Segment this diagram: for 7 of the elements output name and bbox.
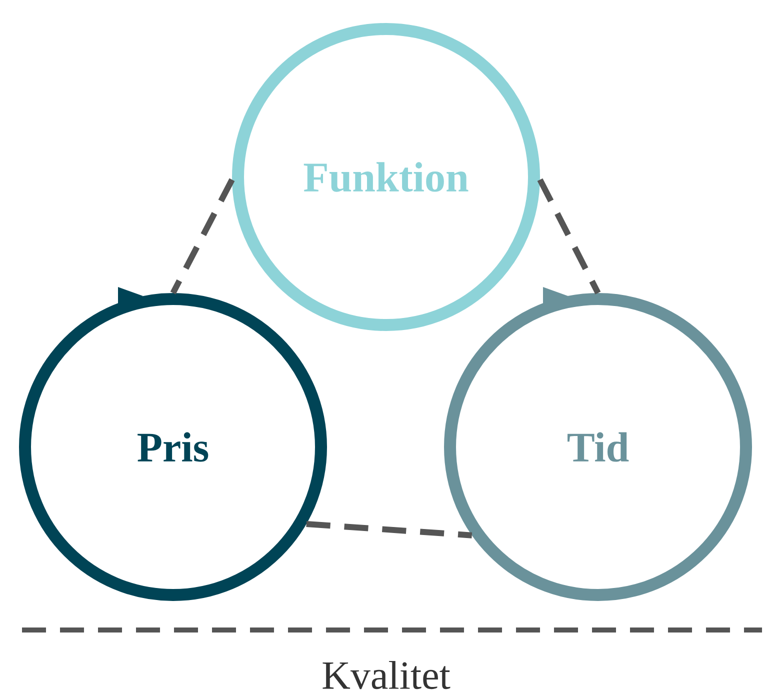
axis-label: Kvalitet xyxy=(322,660,450,690)
circle-node: Pris xyxy=(19,287,327,601)
circle-node: Funktion xyxy=(232,23,540,331)
dashed-line xyxy=(170,178,235,294)
circle-node: Tid xyxy=(444,287,752,601)
dashed-line xyxy=(537,178,601,294)
dashed-line xyxy=(306,521,472,538)
